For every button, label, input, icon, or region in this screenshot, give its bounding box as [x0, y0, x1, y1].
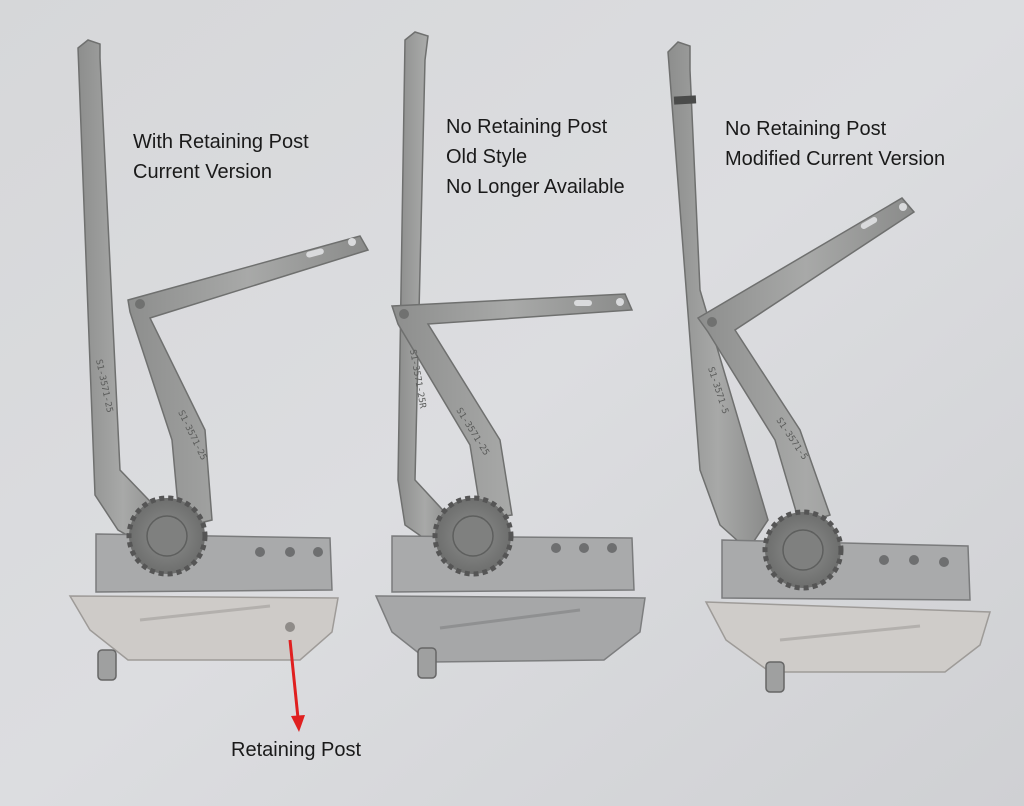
- caption-middle-line2: Old Style: [446, 146, 528, 168]
- plate-hole-left-1: [255, 547, 265, 557]
- operator-middle: [374, 31, 646, 679]
- link-arm-right: [696, 197, 916, 526]
- link-hole-middle: [616, 298, 624, 306]
- gear-hub-left: [146, 515, 188, 557]
- retaining-post-label-text: Retaining Post: [231, 739, 362, 761]
- caption-middle: No Retaining Post Old Style No Longer Av…: [446, 112, 625, 202]
- caption-right-line2: Modified Current Version: [725, 148, 946, 170]
- retaining-post-arrow: [288, 639, 305, 732]
- rivet-left: [135, 299, 145, 309]
- plate-hole-right-2: [909, 555, 919, 565]
- base-plate-right: [721, 539, 971, 601]
- housing-rib-middle: [439, 608, 581, 630]
- plate-hole-left-2: [285, 547, 295, 557]
- caption-left-line1: With Retaining Post: [133, 131, 309, 153]
- spline-shaft-middle: [417, 647, 437, 679]
- housing-right: [704, 601, 992, 673]
- caption-middle-line1: No Retaining Post: [446, 116, 608, 138]
- plate-hole-middle-2: [579, 543, 589, 553]
- plate-hole-middle-3: [607, 543, 617, 553]
- housing-middle: [374, 595, 646, 663]
- housing-left: [68, 595, 339, 661]
- link-hole-left: [348, 238, 356, 246]
- caption-right: No Retaining Post Modified Current Versi…: [725, 114, 945, 174]
- base-plate-middle: [391, 535, 635, 593]
- housing-rib-left: [139, 604, 271, 622]
- link-slot-right: [860, 216, 878, 229]
- retaining-post-label: Retaining Post: [231, 735, 361, 765]
- link-arm-left: [127, 235, 370, 529]
- spline-shaft-right: [765, 661, 785, 693]
- long-arm-left: [77, 39, 169, 550]
- plate-hole-middle-1: [551, 543, 561, 553]
- long-arm-right: [667, 41, 769, 552]
- long-arm-middle: [397, 31, 453, 550]
- gear-hub-middle: [452, 515, 494, 557]
- operator-right: [667, 41, 992, 693]
- housing-rib-right: [779, 624, 921, 642]
- plate-hole-right-3: [939, 557, 949, 567]
- rivet-middle: [399, 309, 409, 319]
- link-arm-middle: [390, 293, 634, 521]
- operator-left: [68, 39, 370, 681]
- caption-left-line2: Current Version: [133, 161, 272, 183]
- link-slot-middle: [574, 300, 592, 306]
- caption-middle-line3: No Longer Available: [446, 176, 625, 198]
- caption-left: With Retaining Post Current Version: [133, 127, 309, 187]
- link-hole-right: [899, 203, 907, 211]
- gear-hub-right: [782, 529, 824, 571]
- arm-marker-right: [673, 95, 697, 105]
- plate-hole-left-3: [313, 547, 323, 557]
- retaining-post: [285, 622, 295, 632]
- plate-hole-right-1: [879, 555, 889, 565]
- spline-shaft-left: [97, 649, 117, 681]
- caption-right-line1: No Retaining Post: [725, 118, 887, 140]
- rivet-right: [707, 317, 717, 327]
- link-slot-left: [306, 248, 324, 258]
